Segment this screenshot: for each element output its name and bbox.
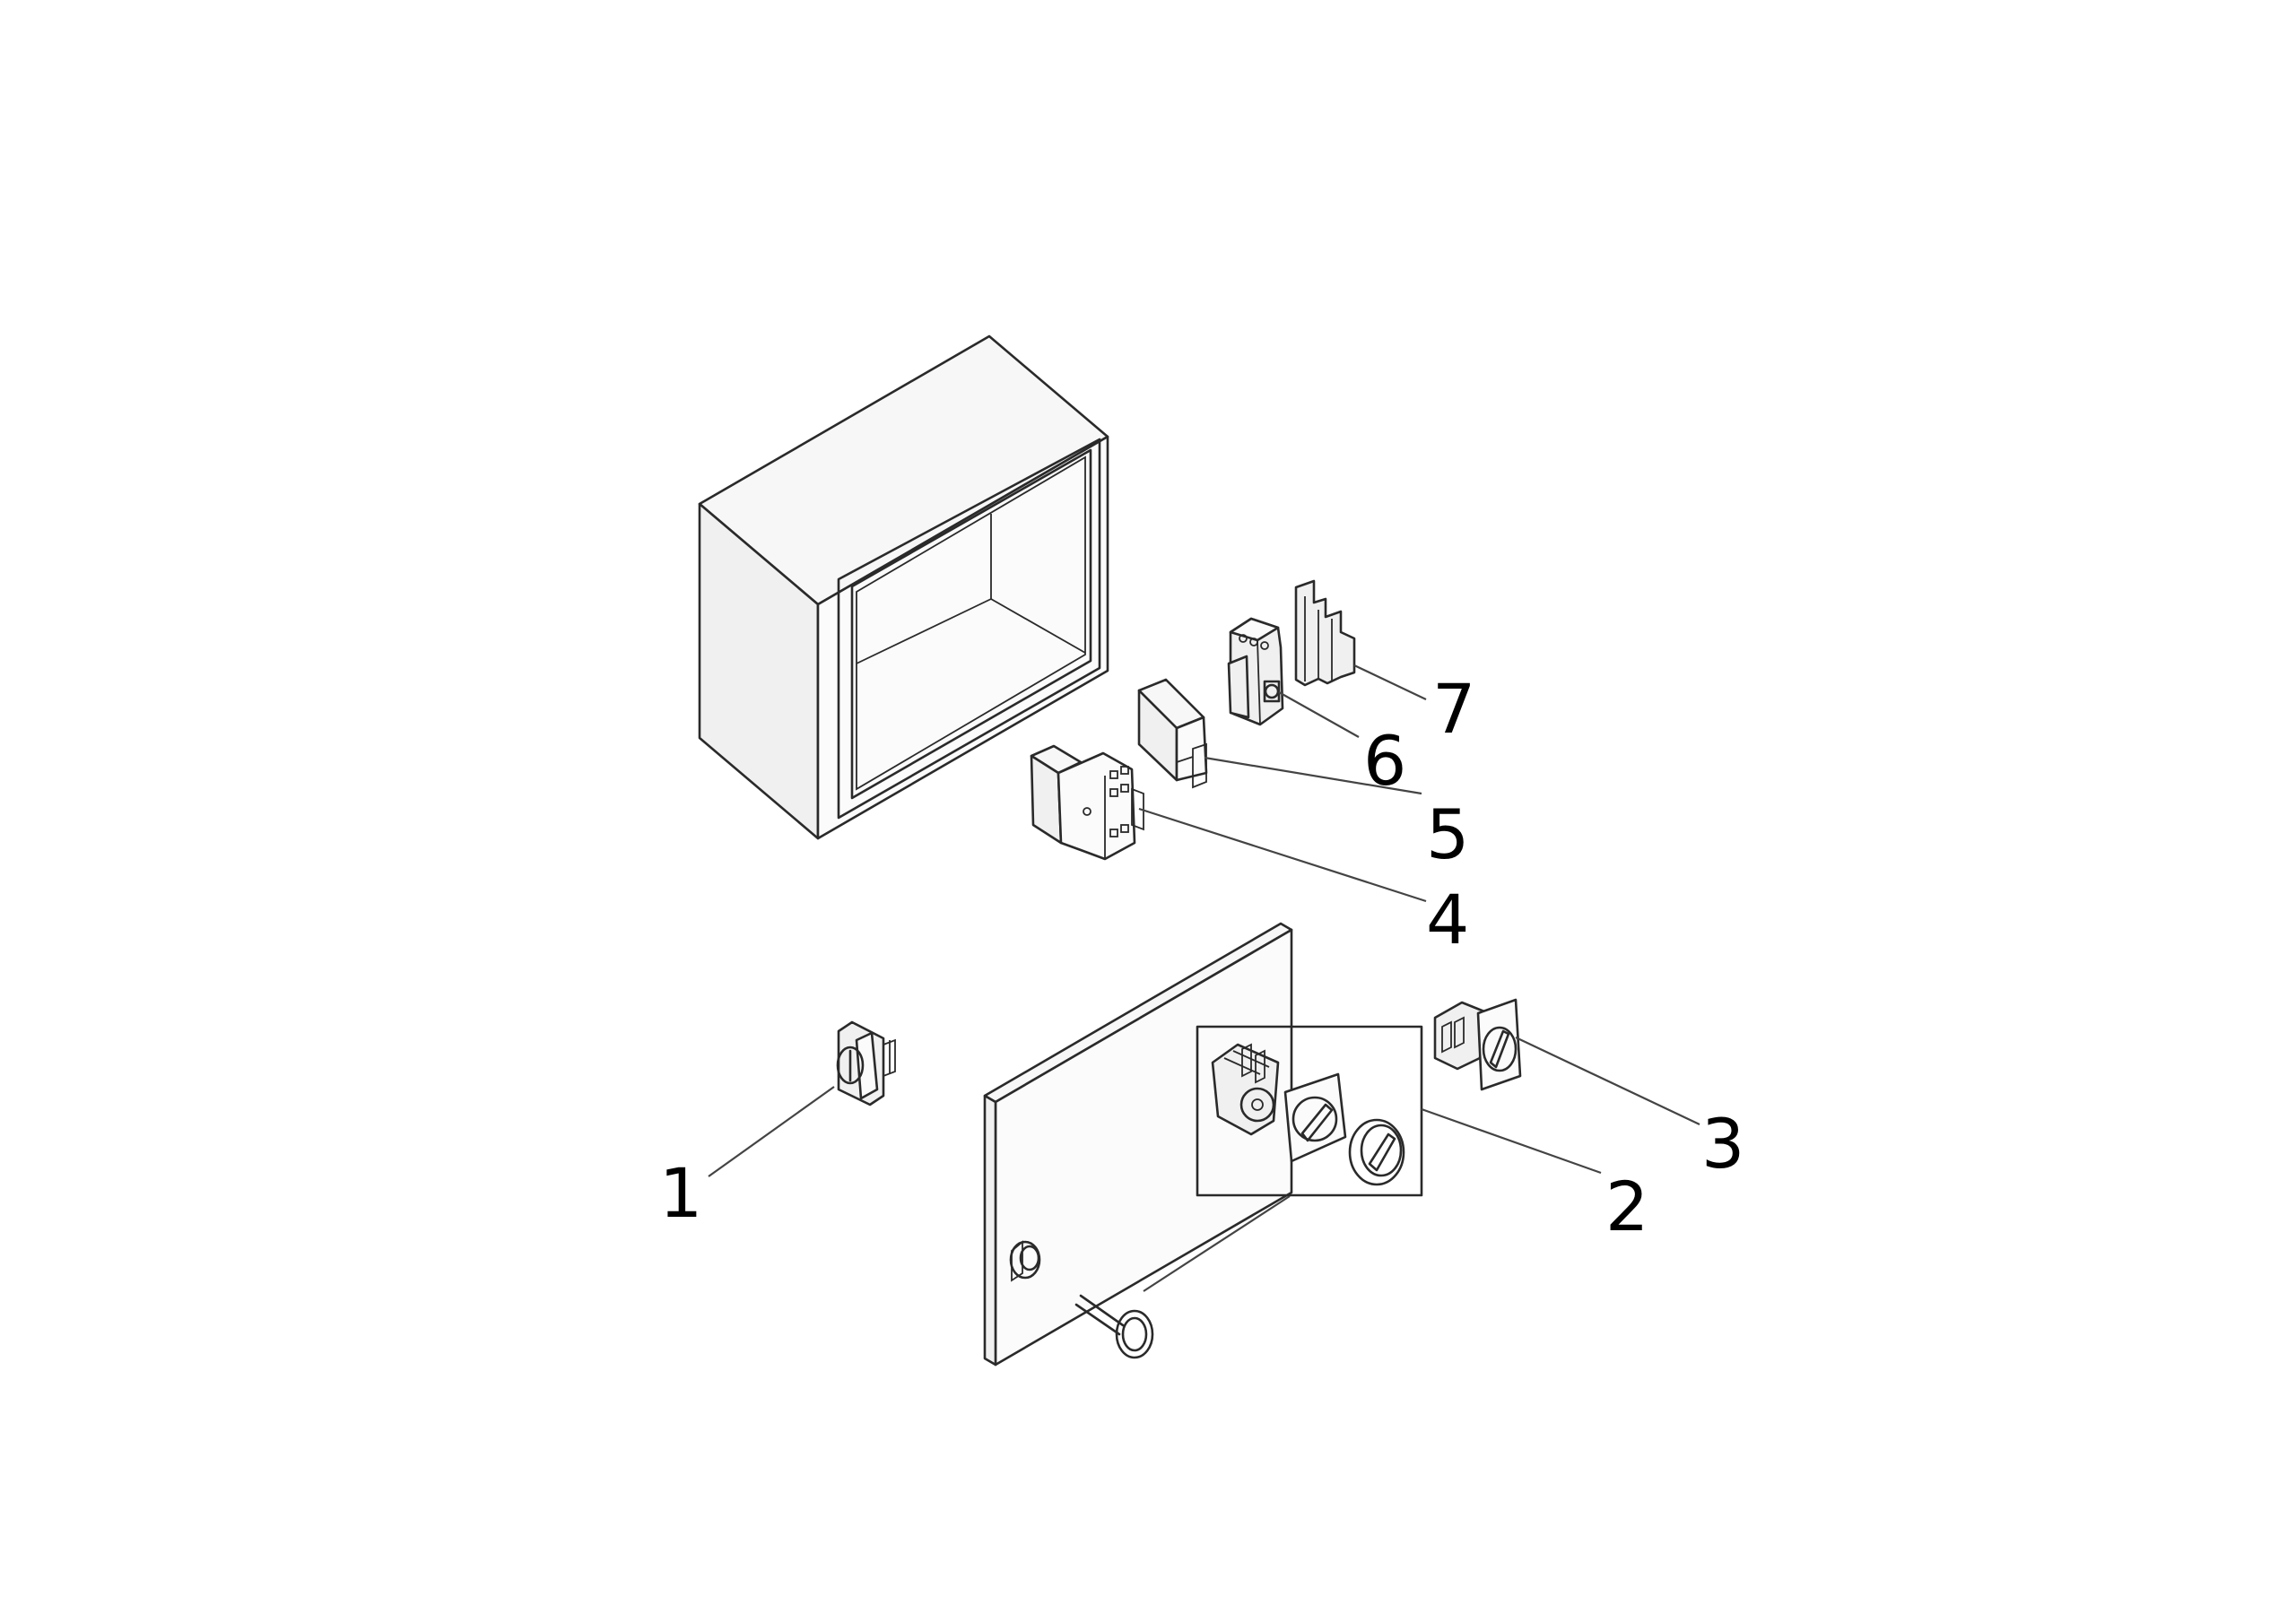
- callout-4: 4: [1426, 880, 1469, 959]
- callout-7: 7: [1432, 669, 1475, 749]
- callout-1: 1: [659, 1153, 702, 1233]
- door-panel-icon: [983, 922, 1293, 1367]
- leader-line-4: [1138, 807, 1427, 903]
- relay-module-icon: [1137, 678, 1208, 789]
- callout-2: 2: [1605, 1167, 1648, 1246]
- enclosure-box-icon: [698, 334, 1109, 840]
- leader-line-5: [1204, 756, 1422, 795]
- contactor-icon: [1030, 744, 1144, 861]
- leader-line-7: [1353, 664, 1427, 700]
- callout-6: 6: [1363, 721, 1406, 801]
- motor-breaker-icon: [1227, 617, 1284, 726]
- leader-line-1: [708, 1086, 835, 1177]
- inset-connector-line: [1143, 1195, 1291, 1292]
- leader-line-2: [1421, 1107, 1602, 1175]
- rotary-switch-assembly-icon: [1196, 1025, 1423, 1197]
- leader-line-3: [1515, 1037, 1700, 1125]
- rotary-switch-icon: [1433, 998, 1522, 1091]
- leader-line-6: [1278, 691, 1360, 738]
- key-icon: [1074, 1294, 1154, 1359]
- callout-3: 3: [1701, 1104, 1744, 1184]
- terminal-block-icon: [1294, 579, 1356, 687]
- selector-switch-icon: [836, 1020, 896, 1106]
- lock-cylinder-icon: [1009, 1240, 1041, 1282]
- callout-5: 5: [1426, 794, 1469, 874]
